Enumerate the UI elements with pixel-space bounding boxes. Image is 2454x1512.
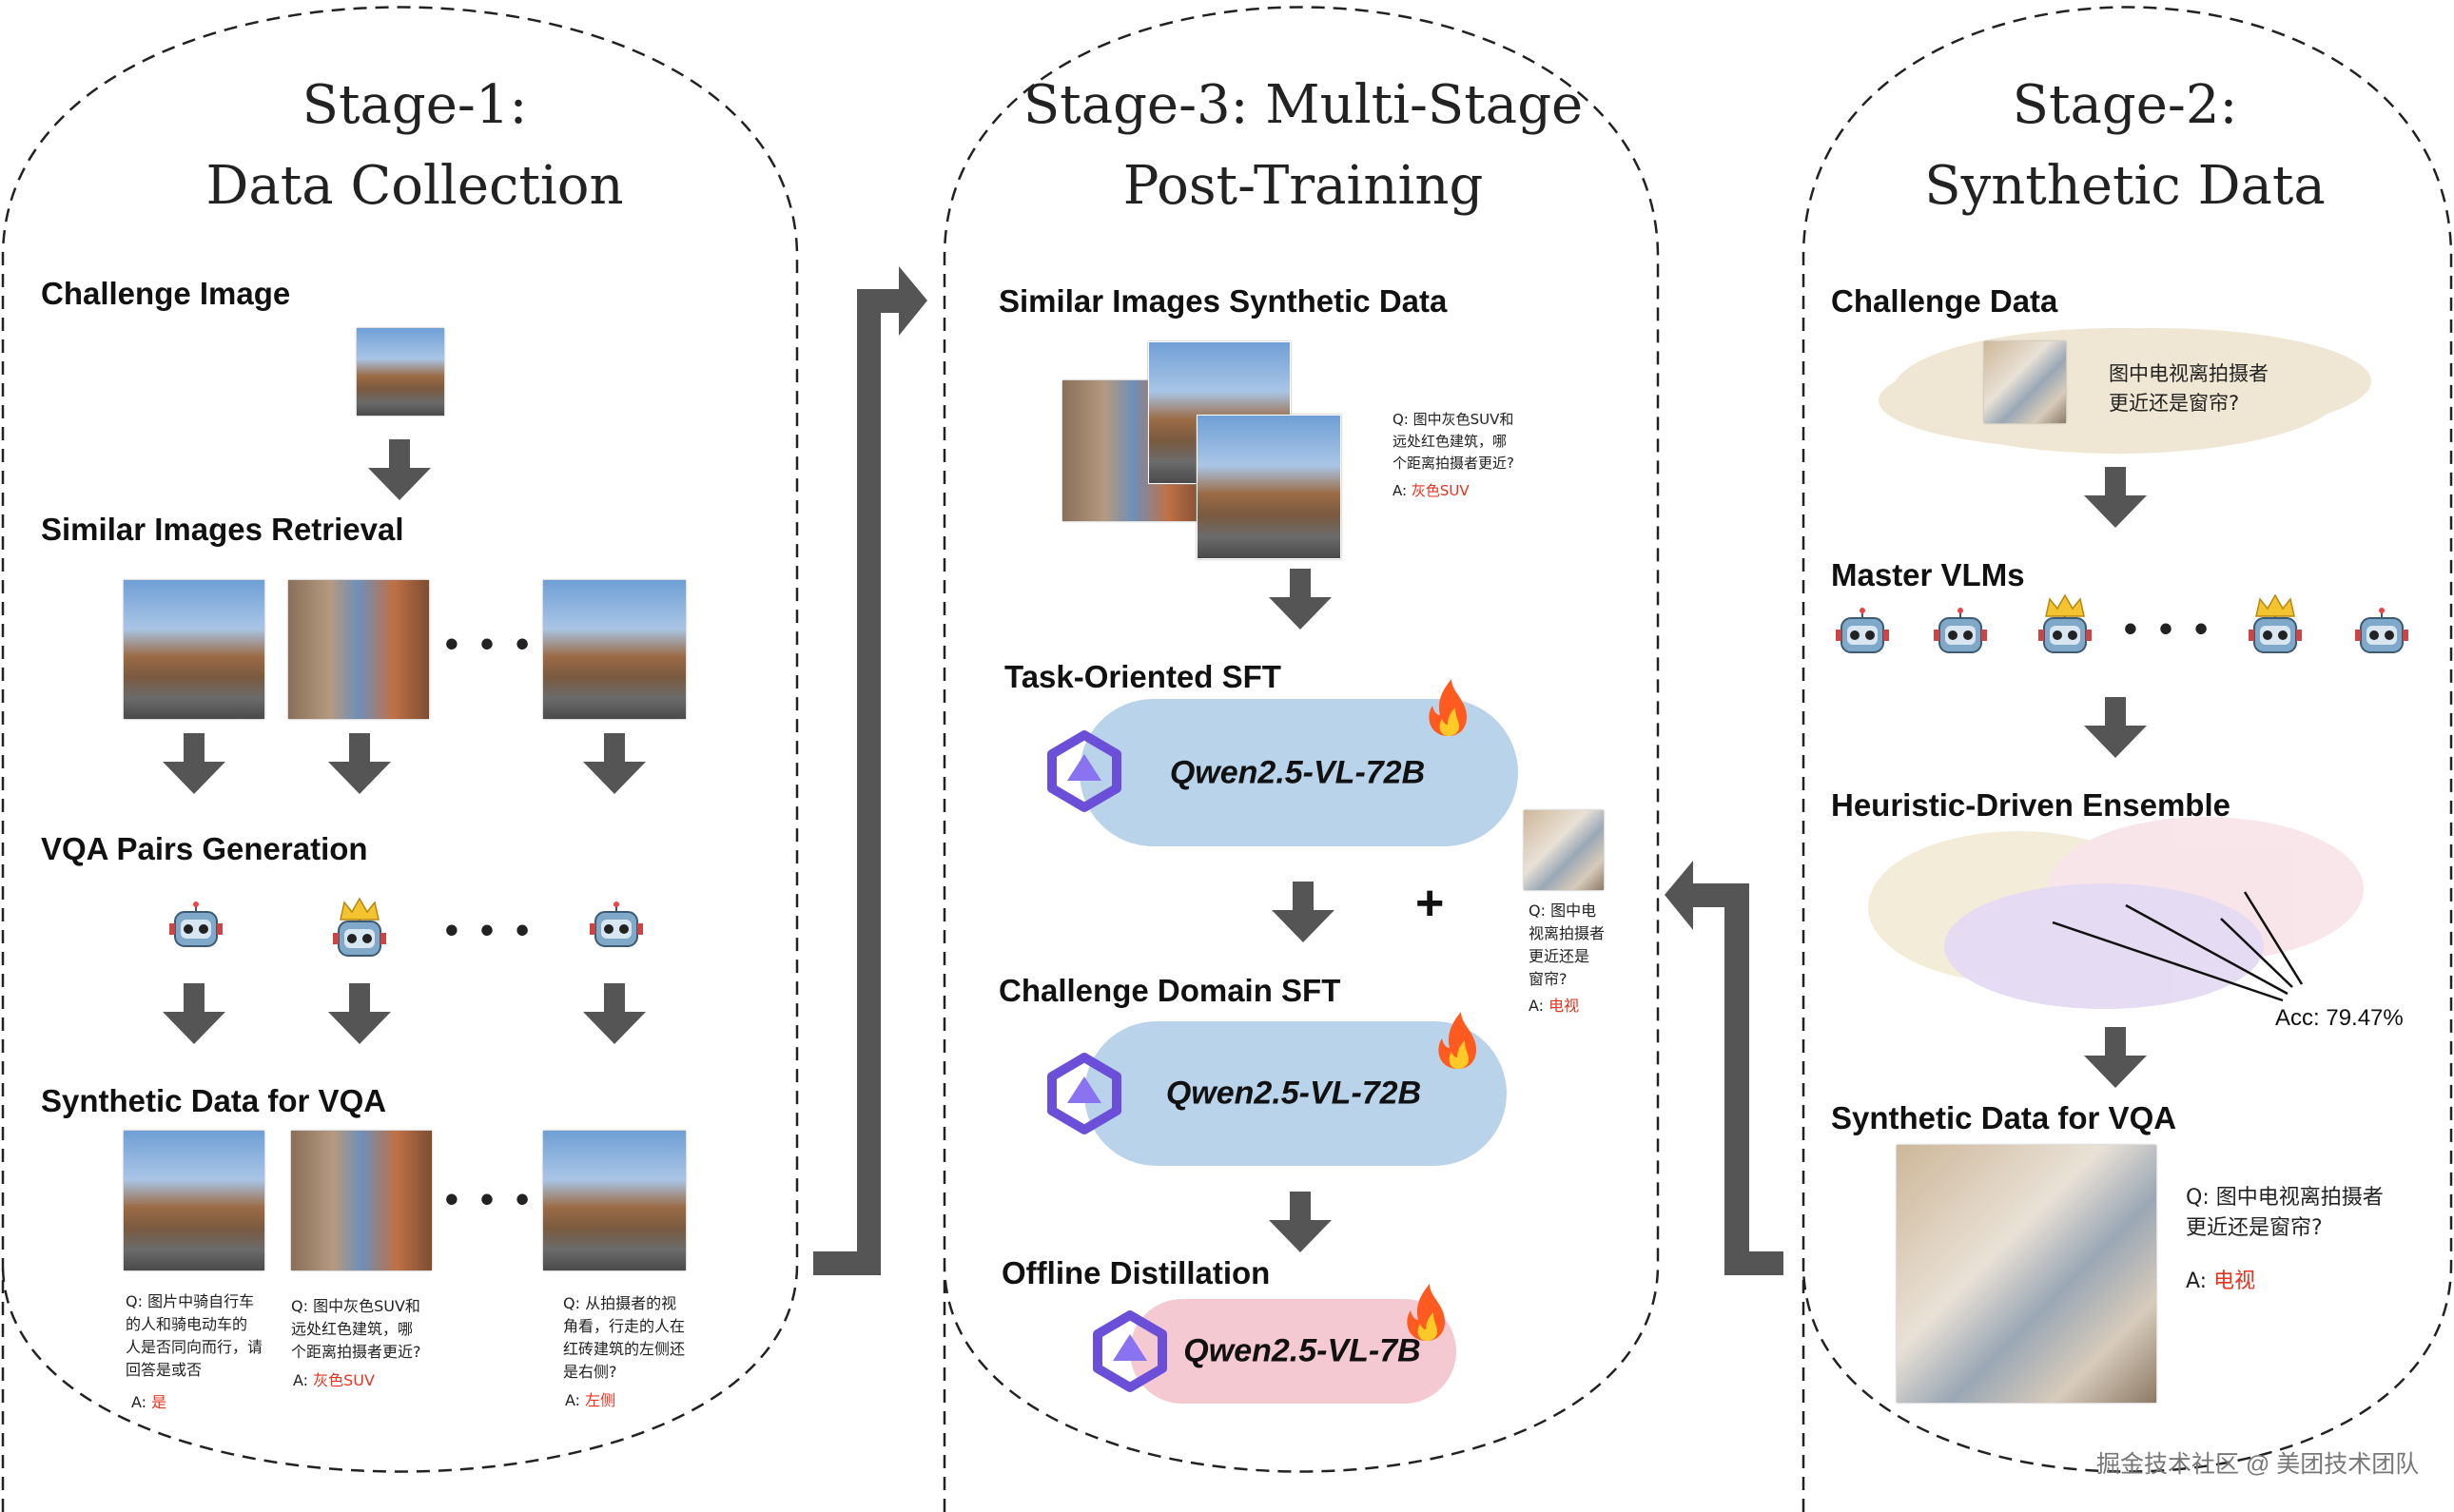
stage1-panel	[1, 6, 799, 1512]
synthetic-data-heading: Synthetic Data for VQA	[1831, 1100, 2177, 1135]
down-arrow-icon	[2084, 697, 2147, 758]
down-arrow-icon	[328, 983, 391, 1044]
challenge-domain-sft-heading: Challenge Domain SFT	[999, 973, 1341, 1008]
crowned-robot-icon	[2038, 593, 2092, 653]
stage2-to-stage3-arrow	[1665, 861, 1783, 1275]
stage2-title-line1: Stage-2:	[2012, 74, 2238, 136]
qwen-logo-icon	[1047, 1053, 1121, 1134]
down-arrow-icon	[2084, 1027, 2147, 1088]
stage1-to-stage3-arrow	[813, 266, 927, 1275]
stage1-title-line1: Stage-1:	[302, 74, 528, 136]
crowned-robot-icon	[2249, 593, 2302, 653]
qa-pair: Q: 图中灰色SUV和 远处红色建筑，哪 个距离拍摄者更近?A: 灰色SUV	[291, 1297, 421, 1389]
heuristic-ensemble-heading: Heuristic-Driven Ensemble	[1831, 787, 2230, 823]
down-arrow-icon	[368, 439, 431, 500]
down-arrow-icon	[1269, 569, 1332, 630]
ellipsis: • • •	[444, 1178, 536, 1221]
qwen-logo-icon	[1047, 730, 1121, 812]
robot-icon	[2355, 608, 2408, 653]
down-arrow-icon	[163, 733, 225, 794]
qa-pair: Q: 图中电视离拍摄者 更近还是窗帘?A: 电视	[2186, 1186, 2384, 1293]
vqa-pairs-generation-heading: VQA Pairs Generation	[41, 831, 368, 866]
retrieved-image	[124, 580, 264, 719]
stage2-panel	[1802, 6, 2453, 1512]
down-arrow-icon	[583, 983, 646, 1044]
watermark: 掘金技术社区 @ 美团技术团队	[2096, 1451, 2420, 1478]
challenge-image-heading: Challenge Image	[41, 276, 291, 311]
stage2-title-line2: Synthetic Data	[1924, 155, 2326, 217]
room-image	[1897, 1145, 2156, 1403]
plus-sign: +	[1415, 876, 1445, 931]
ensemble-ellipses	[1868, 817, 2364, 1009]
similar-images-synthetic-heading: Similar Images Synthetic Data	[999, 283, 1448, 319]
synthetic-data-heading: Synthetic Data for VQA	[41, 1083, 387, 1118]
ellipsis: • • •	[444, 909, 536, 952]
fire-icon	[1438, 1012, 1476, 1069]
robot-icon	[590, 901, 643, 947]
qa-pair: Q: 图中灰色SUV和 远处红色建筑，哪 个距离拍摄者更近?A: 灰色SUV	[1393, 411, 1514, 499]
fire-icon	[1407, 1284, 1445, 1341]
down-arrow-icon	[328, 733, 391, 794]
task-oriented-sft-heading: Task-Oriented SFT	[1004, 659, 1281, 694]
robot-icon	[169, 901, 223, 947]
robot-icon	[1934, 608, 1987, 653]
down-arrow-icon	[2084, 467, 2147, 528]
ensemble-vote-arrows	[2052, 891, 2304, 1002]
crowned-robot-icon	[333, 897, 386, 957]
ellipsis: • • •	[2123, 608, 2214, 650]
synthetic-image	[543, 1131, 686, 1270]
retrieved-image	[543, 580, 686, 719]
synthetic-image	[291, 1131, 432, 1270]
accuracy-label: Acc: 79.47%	[2275, 1005, 2404, 1031]
down-arrow-icon	[163, 983, 225, 1044]
similar-images-retrieval-heading: Similar Images Retrieval	[41, 512, 404, 547]
connector-arrows	[813, 266, 1783, 1275]
challenge-image	[357, 328, 444, 416]
offline-distillation-heading: Offline Distillation	[1002, 1255, 1271, 1290]
model-name: Qwen2.5-VL-72B	[1169, 754, 1426, 791]
stage3-title-line1: Stage-3: Multi-Stage	[1022, 74, 1584, 136]
model-name: Qwen2.5-VL-7B	[1183, 1332, 1421, 1369]
model-name: Qwen2.5-VL-72B	[1165, 1075, 1422, 1112]
stacked-image	[1197, 415, 1341, 559]
qa-pair: Q: 从拍摄者的视 角看，行走的人在 红砖建筑的左侧还 是右侧?A: 左侧	[563, 1294, 686, 1409]
down-arrow-icon	[583, 733, 646, 794]
qwen-logo-icon	[1093, 1310, 1167, 1392]
stage3-title-line2: Post-Training	[1122, 155, 1484, 217]
stage1-title-line2: Data Collection	[205, 155, 624, 217]
challenge-image	[1524, 810, 1604, 890]
model-pill	[1130, 1299, 1456, 1404]
master-vlms-heading: Master VLMs	[1831, 557, 2025, 592]
model-pill	[1084, 1021, 1507, 1166]
retrieved-image	[288, 580, 429, 719]
qa-pair: Q: 图中电 视离拍摄者 更近还是 窗帘?A: 电视	[1529, 901, 1606, 1015]
robot-icon	[1836, 608, 1889, 653]
down-arrow-icon	[1269, 1192, 1332, 1252]
challenge-data-heading: Challenge Data	[1831, 283, 2058, 319]
challenge-image	[1984, 341, 2066, 423]
ellipsis: • • •	[444, 623, 536, 666]
thought-cloud	[1893, 328, 2343, 454]
fire-icon	[1429, 679, 1467, 736]
stage3-panel	[943, 6, 1660, 1512]
synthetic-image	[124, 1131, 264, 1270]
down-arrow-icon	[1272, 882, 1334, 942]
challenge-question: 图中电视离拍摄者 更近还是窗帘?	[2109, 362, 2269, 415]
